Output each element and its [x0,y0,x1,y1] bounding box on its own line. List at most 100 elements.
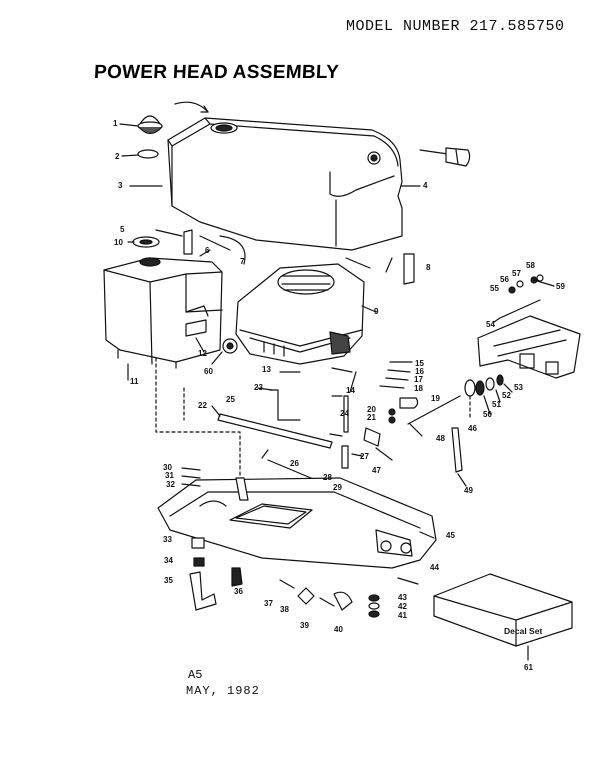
part-number-label: 15 [415,359,424,368]
part-number-label: 56 [500,275,509,284]
part-number-label: 46 [468,424,477,433]
part-number-label: 60 [204,367,213,376]
part-47-clip [363,427,381,447]
model-number: MODEL NUMBER 217.585750 [346,18,565,35]
part-number-label: 53 [514,383,523,392]
part-number-label: 59 [556,282,565,291]
part-number-label: 50 [483,410,492,419]
part-number-label: 10 [114,238,123,247]
part-number-label: 16 [415,367,424,376]
footer-date: MAY, 1982 [186,684,260,698]
part-number-label: 29 [333,483,342,492]
part-number-label: 38 [280,605,289,614]
part-number-label: 14 [346,386,355,395]
leader-13 [331,367,353,373]
part-8-bracket [403,253,415,285]
assembly-lines [155,357,471,479]
decal-label: Decal Set [504,626,542,636]
part-2-ring [137,149,159,159]
part-number-label: 3 [118,181,123,190]
part-number-label: 11 [130,377,139,386]
part-7-link [219,235,246,265]
part-number-label: 61 [524,663,533,672]
part-number-label: 32 [166,480,175,489]
part-number-label: 17 [414,375,423,384]
part-4-engine-cowl [167,117,403,251]
parts-30-32-screws [181,467,201,487]
part-number-label: 43 [398,593,407,602]
part-knob [419,147,471,167]
part-24-shaft [343,395,349,433]
part-number-label: 12 [198,349,207,358]
part-number-label: 1 [113,119,118,128]
part-number-label: 36 [234,587,243,596]
part-49-rod [451,427,463,473]
part-number-label: 6 [205,246,210,255]
part-number-label: 49 [464,486,473,495]
part-number-label: 45 [446,531,455,540]
part-number-label: 40 [334,625,343,634]
part-number-label: 4 [423,181,428,190]
cap-arrowhead [200,105,209,113]
part-number-label: 30 [163,463,172,472]
part-number-label: 41 [398,611,407,620]
part-number-label: 31 [165,471,174,480]
part-number-label: 19 [431,394,440,403]
part-number-label: 52 [502,391,511,400]
leader-9 [361,305,377,313]
part-45-lower-pan [157,477,437,569]
part-number-label: 21 [367,413,376,422]
part-7-pin [345,257,371,269]
part-number-label: 57 [512,269,521,278]
part-9-engine-block [222,263,365,365]
part-number-label: 20 [367,405,376,414]
part-number-label: 54 [486,320,495,329]
part-number-label: 26 [290,459,299,468]
part-6-spring [385,257,393,273]
part-54-59-bracket-assembly [477,274,581,379]
part-number-label: 47 [372,466,381,475]
cap-arrow [174,101,209,113]
part-number-label: 35 [164,576,173,585]
part-number-label: 55 [490,284,499,293]
part-number-label: 48 [436,434,445,443]
part-25-drive-shaft [217,413,333,449]
part-number-label: 25 [226,395,235,404]
parts-37-43 [279,577,419,618]
part-number-label: 34 [164,556,173,565]
part-48-shaft [407,395,461,425]
part-number-label: 27 [360,452,369,461]
part-number-label: 37 [264,599,273,608]
part-number-label: 42 [398,602,407,611]
part-23-rod [269,389,301,421]
part-6-rod [199,235,231,251]
part-number-label: 24 [340,409,349,418]
part-number-label: 2 [115,152,120,161]
part-12-plate [185,319,207,337]
part-number-label: 18 [414,384,423,393]
part-number-label: 39 [300,621,309,630]
part-number-label: 13 [262,365,271,374]
footer-code: A5 [188,668,203,682]
part-number-label: 8 [426,263,431,272]
parts-33-36 [189,537,243,611]
part-number-label: 9 [374,307,379,316]
part-14 [349,371,357,393]
parts-15-19 [379,361,419,424]
part-number-label: 23 [254,383,263,392]
part-number-label: 58 [526,261,535,270]
part-11-fuel-tank [103,257,223,369]
part-number-label: 5 [120,225,125,234]
leader-lines [119,123,513,487]
part-number-label: 28 [323,473,332,482]
part-5-bracket [155,229,193,255]
part-27-fitting [341,445,349,469]
part-61-decal-set [433,573,573,647]
part-number-label: 7 [240,257,245,266]
part-number-label: 33 [163,535,172,544]
part-number-label: 44 [430,563,439,572]
part-number-label: 51 [492,400,501,409]
part-number-label: 22 [198,401,207,410]
